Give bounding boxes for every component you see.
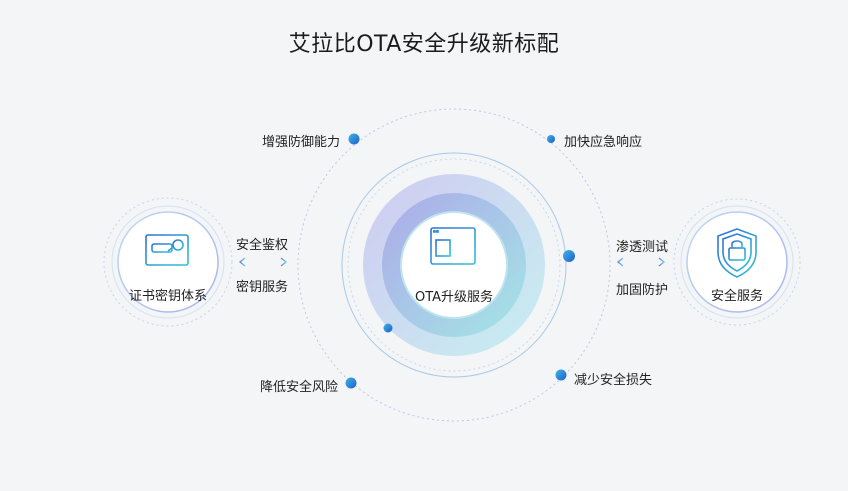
left-node-label: 证书密钥体系 (128, 289, 207, 304)
monitor-key-icon (145, 234, 189, 273)
benefit-top-left: 增强防御能力 (262, 135, 341, 150)
right-double-arrow (616, 257, 666, 267)
benefit-bottom-right: 减少安全损失 (574, 373, 653, 388)
left-link-bottom-label: 密钥服务 (236, 280, 289, 295)
right-node-label: 安全服务 (710, 289, 763, 304)
orbit-dot-bottom-right (555, 369, 567, 381)
orbit-dot-top-left (348, 133, 360, 145)
right-link-top-label: 渗透测试 (616, 240, 669, 255)
right-node-circle (686, 211, 788, 313)
core-ring-inner (400, 211, 508, 319)
benefit-top-right: 加快应急响应 (564, 135, 643, 150)
left-double-arrow (238, 257, 288, 267)
left-link-top-label: 安全鉴权 (236, 238, 289, 253)
browser-window-icon (430, 227, 476, 265)
middle-orbit-ring (341, 152, 567, 378)
left-node-outer-ring (103, 197, 233, 327)
shield-lock-icon (717, 228, 757, 278)
outer-orbit-ring (297, 108, 611, 422)
left-node-ring (111, 205, 225, 319)
right-node-outer-ring (673, 198, 801, 326)
orbit-dot-right (563, 250, 575, 262)
orbit-dot-bottom-left (345, 377, 357, 389)
center-node-label: OTA升级服务 (414, 290, 494, 305)
diagram-title: 艾拉比OTA安全升级新标配 (288, 32, 560, 57)
orbit-dot-top-right (547, 135, 555, 143)
right-link-bottom-label: 加固防护 (616, 283, 669, 298)
middle-orbit-ring-inner (347, 158, 561, 372)
orbit-dot-left (383, 323, 393, 333)
benefit-bottom-left: 降低安全风险 (260, 380, 339, 395)
left-node-circle (117, 211, 219, 313)
right-node-ring (680, 205, 794, 319)
